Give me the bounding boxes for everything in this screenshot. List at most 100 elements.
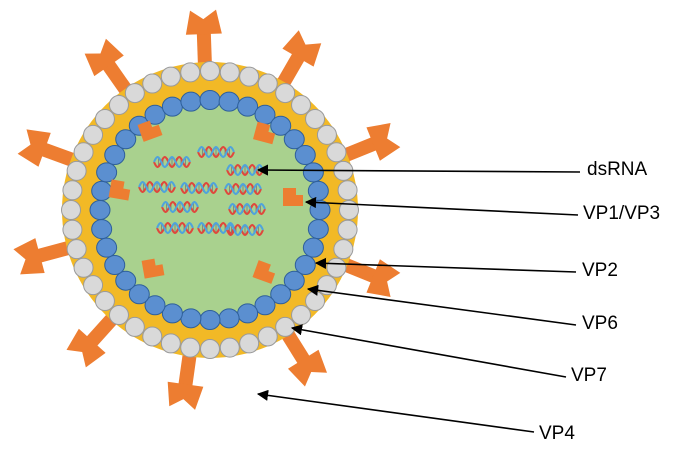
vp7-bead bbox=[62, 180, 83, 201]
vp2-bead bbox=[270, 284, 292, 305]
vp7-bead bbox=[124, 316, 145, 337]
dsrna-helix-icon bbox=[228, 202, 266, 216]
vp2-bead bbox=[237, 303, 259, 324]
pointer-vp2 bbox=[314, 257, 577, 273]
vp2-bead bbox=[104, 145, 126, 165]
vp7-bead bbox=[160, 66, 181, 87]
vp2-bead bbox=[180, 308, 202, 329]
vp2-bead bbox=[161, 96, 183, 117]
vp7-bead bbox=[94, 291, 115, 312]
label-vp6: VP6 bbox=[582, 313, 618, 334]
vp2-bead bbox=[218, 308, 240, 329]
vp7-bead bbox=[305, 291, 326, 312]
vp7-bead bbox=[108, 94, 129, 115]
vp2-bead bbox=[254, 295, 276, 316]
vp7-bead bbox=[239, 333, 260, 354]
vp1-vp3-enzyme-icon bbox=[141, 258, 165, 279]
dsrna-helix-icon bbox=[138, 180, 176, 194]
vp7-bead bbox=[219, 337, 240, 358]
vp7-bead bbox=[291, 94, 312, 115]
vp2-bead bbox=[115, 270, 137, 291]
vp2-bead bbox=[307, 180, 329, 201]
vp7-bead bbox=[333, 239, 354, 260]
vp7-bead bbox=[180, 337, 201, 358]
dsrna-strands bbox=[138, 145, 266, 237]
vp7-bead bbox=[316, 124, 337, 145]
vp2-bead bbox=[91, 219, 113, 240]
dsrna-helix-icon bbox=[156, 221, 194, 235]
label-vp7: VP7 bbox=[571, 365, 607, 386]
vp7-bead bbox=[66, 239, 87, 260]
vp7-bead bbox=[66, 160, 87, 181]
vp2-bead bbox=[115, 129, 137, 150]
pointer-dsrna bbox=[256, 164, 581, 176]
dsrna-helix-icon bbox=[226, 223, 264, 237]
vp7-bead bbox=[305, 108, 326, 129]
label-dsrna: dsRNA bbox=[587, 159, 648, 180]
vp2-bead bbox=[199, 90, 221, 110]
vp7-bead bbox=[200, 61, 220, 81]
vp2-bead bbox=[270, 115, 292, 136]
vp2-bead bbox=[302, 162, 324, 183]
vp1-vp3-enzyme-icon bbox=[108, 179, 131, 201]
vp7-bead bbox=[94, 108, 115, 129]
vp2-bead bbox=[128, 284, 150, 305]
vp7-bead bbox=[339, 200, 359, 220]
vp2-bead bbox=[218, 91, 240, 112]
vp7-bead bbox=[337, 219, 358, 240]
vp2-bead bbox=[302, 237, 324, 258]
vp7-bead bbox=[124, 83, 145, 104]
vp7-bead bbox=[326, 257, 347, 278]
vp7-bead-ring bbox=[61, 61, 359, 359]
vp7-bead bbox=[291, 305, 312, 326]
vp2-bead bbox=[161, 303, 183, 324]
pointer-vp1-vp3 bbox=[304, 196, 579, 216]
vp2-bead bbox=[199, 310, 221, 330]
vp1-vp3-enzyme-icon bbox=[137, 120, 163, 142]
vp7-bead bbox=[326, 142, 347, 163]
vp7-bead bbox=[83, 275, 104, 296]
label-vp4: VP4 bbox=[539, 423, 575, 444]
pointer-vp4 bbox=[256, 389, 535, 433]
dsrna-helix-icon bbox=[161, 200, 199, 214]
vp2-bead bbox=[96, 237, 118, 258]
vp7-bead bbox=[337, 180, 358, 201]
vp2-bead bbox=[91, 180, 113, 201]
vp2-bead bbox=[104, 255, 126, 275]
dsrna-helix-icon bbox=[197, 145, 235, 159]
vp2-bead bbox=[307, 219, 329, 240]
vp7-bead bbox=[83, 124, 104, 145]
vp2-bead bbox=[180, 91, 202, 112]
vp7-bead bbox=[275, 83, 296, 104]
vp2-bead bbox=[96, 162, 118, 183]
dsrna-helix-icon bbox=[153, 155, 191, 169]
vp2-bead bbox=[89, 200, 111, 220]
vp4-spike-icon bbox=[13, 238, 77, 275]
vp1-vp3-enzyme-icon bbox=[252, 260, 276, 284]
vp7-bead bbox=[62, 219, 83, 240]
vp2-bead bbox=[144, 295, 166, 316]
vp7-bead bbox=[142, 73, 163, 94]
label-vp2: VP2 bbox=[582, 260, 618, 281]
vp2-bead bbox=[237, 96, 259, 117]
vp4-spike-icon bbox=[185, 9, 222, 71]
label-vp1-vp3: VP1/VP3 bbox=[583, 203, 661, 224]
vp2-bead bbox=[283, 129, 305, 150]
vp7-bead bbox=[180, 62, 201, 83]
pointer-vp7 bbox=[290, 324, 567, 378]
vp7-bead bbox=[219, 62, 240, 83]
vp4-spike-icon bbox=[167, 347, 204, 410]
vp2-bead bbox=[283, 270, 305, 291]
vp1-vp3-enzyme-icon bbox=[283, 188, 303, 206]
vp7-bead bbox=[257, 73, 278, 94]
vp1-vp3-enzyme-icon bbox=[253, 121, 276, 145]
vp2-bead-ring bbox=[89, 90, 331, 330]
vp7-bead bbox=[61, 200, 81, 220]
vp7-bead bbox=[275, 316, 296, 337]
dsrna-helix-icon bbox=[180, 181, 218, 195]
vp7-bead bbox=[239, 66, 260, 87]
vp7-bead bbox=[108, 305, 129, 326]
vp7-bead bbox=[160, 333, 181, 354]
